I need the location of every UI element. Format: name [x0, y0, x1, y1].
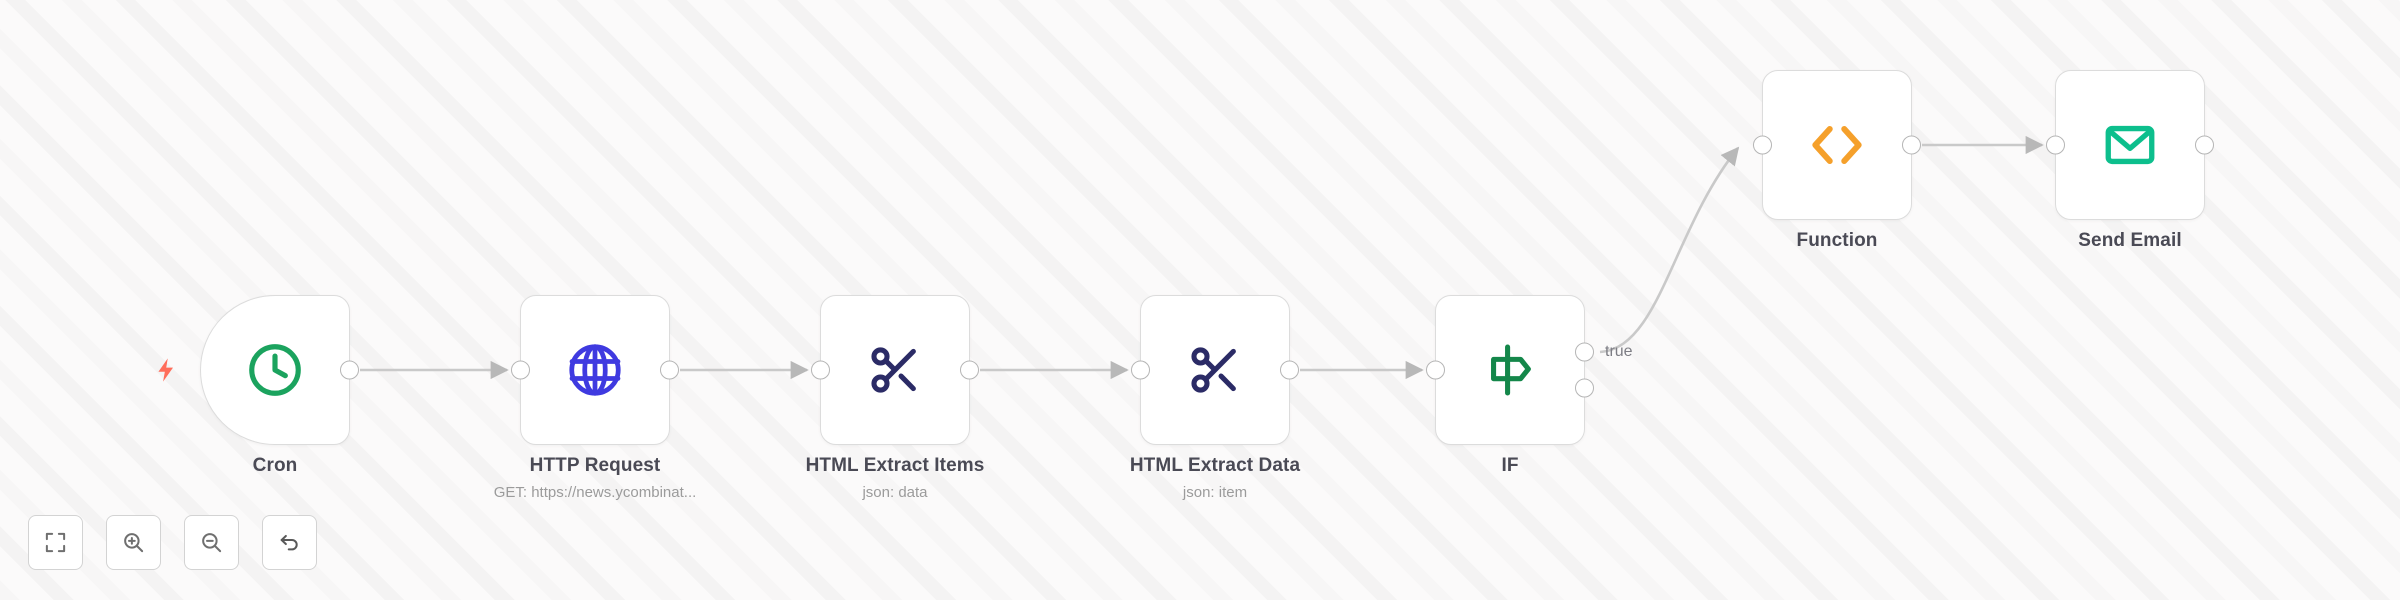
node-label-cron: Cron	[252, 455, 298, 476]
html-extract-items-input-endpoint[interactable]	[811, 360, 830, 380]
if-output-true-endpoint[interactable]	[1575, 342, 1594, 362]
node-label-if: IF	[1501, 455, 1519, 476]
if-output-false-endpoint[interactable]	[1575, 378, 1594, 398]
scissors-icon	[871, 347, 916, 393]
send-email-input-endpoint[interactable]	[2046, 135, 2065, 155]
zoom-in-button[interactable]	[106, 515, 161, 570]
node-if[interactable]	[1426, 295, 1594, 445]
node-label-send-email: Send Email	[2078, 230, 2182, 251]
zoom-out-button[interactable]	[184, 515, 239, 570]
undo-arrow-icon	[280, 534, 298, 551]
http-request-input-endpoint[interactable]	[511, 360, 530, 380]
node-function[interactable]	[1753, 70, 1921, 220]
node-label-html-extract-items: HTML Extract Items	[805, 455, 985, 476]
code-brackets-icon	[1812, 126, 1862, 164]
node-subtitle-html-extract-items: json: data	[862, 484, 928, 501]
node-subtitle-http-request: GET: https://news.ycombinat...	[493, 484, 697, 501]
function-output-endpoint[interactable]	[1902, 135, 1921, 155]
node-html-extract-data[interactable]	[1131, 295, 1299, 445]
if-input-endpoint[interactable]	[1426, 360, 1445, 380]
http-request-output-endpoint[interactable]	[660, 360, 679, 380]
trigger-bolt-icon	[158, 358, 173, 382]
node-html-extract-items[interactable]	[811, 295, 979, 445]
node-http-request[interactable]	[511, 295, 679, 445]
envelope-icon	[2105, 125, 2155, 165]
node-subtitle-html-extract-data: json: item	[1182, 484, 1248, 501]
node-send-email[interactable]	[2046, 70, 2214, 220]
html-extract-data-input-endpoint[interactable]	[1131, 360, 1150, 380]
send-email-output-endpoint[interactable]	[2195, 135, 2214, 155]
node-label-function: Function	[1796, 230, 1878, 251]
function-input-endpoint[interactable]	[1753, 135, 1772, 155]
if-branch-label-true: true	[1605, 343, 1633, 360]
cron-output-endpoint[interactable]	[340, 360, 359, 380]
html-extract-items-output-endpoint[interactable]	[960, 360, 979, 380]
scissors-icon	[1191, 347, 1236, 393]
html-extract-data-output-endpoint[interactable]	[1280, 360, 1299, 380]
zoom-in-icon	[124, 533, 144, 553]
connection-if-true-to-function[interactable]	[1599, 146, 1740, 354]
node-label-html-extract-data: HTML Extract Data	[1129, 455, 1301, 476]
node-label-http-request: HTTP Request	[529, 455, 661, 476]
globe-icon	[569, 344, 621, 396]
reset-zoom-button[interactable]	[262, 515, 317, 570]
zoom-to-fit-button[interactable]	[28, 515, 83, 570]
zoom-out-icon	[202, 533, 222, 553]
node-cron[interactable]	[200, 295, 359, 445]
canvas-zoom-toolbar	[28, 515, 317, 570]
signpost-icon	[1491, 344, 1531, 396]
expand-corners-icon	[45, 532, 66, 553]
clock-icon	[249, 344, 301, 396]
